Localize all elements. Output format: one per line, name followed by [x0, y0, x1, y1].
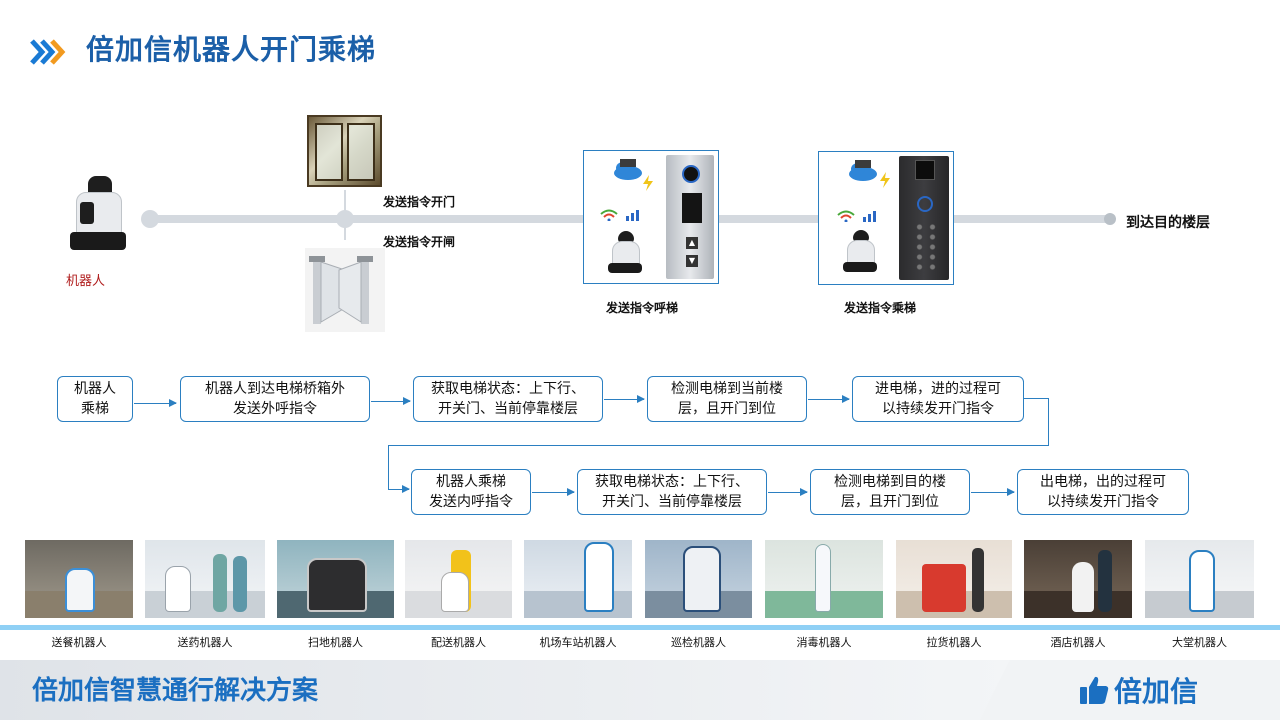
gallery-caption: 送药机器人	[177, 636, 233, 649]
cloud-icon	[849, 160, 877, 181]
gallery-caption: 巡检机器人	[671, 636, 726, 649]
gallery-photo-cargo	[896, 540, 1012, 618]
floor-display	[915, 160, 935, 180]
flow-step-start: 机器人 乘梯	[57, 376, 133, 422]
flow-step-detect-target-floor: 检测电梯到目的楼 层，且开门到位	[810, 469, 970, 515]
flow-connector	[388, 445, 1049, 446]
flow-connector	[1024, 398, 1049, 399]
chevron-right-icon	[30, 39, 46, 65]
gallery-caption: 大堂机器人	[1172, 636, 1227, 649]
flow-step-detect-current-floor: 检测电梯到当前楼 层，且开门到位	[647, 376, 807, 422]
flow-connector	[388, 445, 389, 489]
footer-band	[0, 660, 1010, 720]
wifi-icon	[600, 209, 618, 221]
timeline-start-dot	[141, 210, 159, 228]
floor-buttons	[913, 222, 939, 274]
gallery-photo-patrol	[645, 540, 752, 618]
flow-connector	[1048, 398, 1049, 446]
flow-arrow	[971, 488, 1015, 496]
thumbs-up-icon	[1080, 676, 1109, 704]
flow-step-exit-elevator: 出电梯，出的过程可 以持续发开门指令	[1017, 469, 1189, 515]
flow-arrow	[388, 485, 410, 493]
call-button-icon	[682, 165, 700, 183]
signal-icon	[863, 211, 876, 222]
gallery-photo-medicine-delivery	[145, 540, 265, 618]
flow-step-get-status-1: 获取电梯状态：上下行、 开关门、当前停靠楼层	[413, 376, 603, 422]
cloud-icon	[614, 159, 642, 180]
robot-label: 机器人	[66, 274, 106, 289]
gallery-caption: 酒店机器人	[1050, 636, 1106, 649]
gallery-caption: 拉货机器人	[926, 636, 982, 649]
footer-brand: 倍加信	[1114, 675, 1199, 708]
timeline-branch-line	[344, 190, 346, 240]
flow-step-enter-elevator: 进电梯，进的过程可 以持续发开门指令	[852, 376, 1024, 422]
floor-display	[682, 193, 702, 223]
gallery-photo-hotel	[1024, 540, 1132, 618]
footer-slogan: 倍加信智慧通行解决方案	[32, 676, 319, 706]
gallery-photo-disinfection	[765, 540, 883, 618]
chevron-right-icon	[40, 39, 56, 65]
lightning-icon	[643, 175, 653, 191]
gallery-caption: 配送机器人	[431, 636, 486, 649]
footer: 倍加信智慧通行解决方案 倍加信	[0, 660, 1280, 720]
chevron-right-icon	[50, 39, 66, 65]
flow-arrow	[768, 488, 808, 496]
door-photo	[307, 115, 382, 187]
turnstile-gate-photo	[305, 248, 385, 332]
step-open-gate-label: 发送指令开闸	[383, 235, 456, 249]
step-call-elevator-label: 发送指令呼梯	[606, 301, 679, 315]
flow-arrow	[371, 397, 411, 405]
flow-step-inner-call: 机器人乘梯 发送内呼指令	[411, 469, 531, 515]
gallery-photo-food-delivery	[25, 540, 133, 618]
flow-step-outer-call: 机器人到达电梯桥箱外 发送外呼指令	[180, 376, 370, 422]
wifi-icon	[837, 210, 855, 222]
signal-icon	[626, 210, 639, 221]
flow-arrow	[808, 395, 850, 403]
gallery-caption: 机场车站机器人	[539, 636, 617, 649]
call-button-icon	[917, 196, 933, 212]
arrow-down-icon: ▼	[686, 255, 698, 267]
robot-image	[606, 231, 644, 275]
arrow-up-icon: ▲	[686, 237, 698, 249]
gallery-photo-airport-station	[524, 540, 632, 618]
gallery-caption: 送餐机器人	[51, 636, 107, 649]
destination-label: 到达目的楼层	[1126, 215, 1210, 231]
gallery-photo-cleaning	[277, 540, 394, 618]
gallery-caption: 扫地机器人	[308, 636, 363, 649]
flow-step-get-status-2: 获取电梯状态：上下行、 开关门、当前停靠楼层	[577, 469, 767, 515]
flow-arrow	[604, 395, 645, 403]
gallery-photo-lobby	[1145, 540, 1254, 618]
timeline-end-dot	[1104, 213, 1116, 225]
step-ride-elevator-label: 发送指令乘梯	[844, 301, 917, 315]
flow-arrow	[134, 399, 177, 407]
gallery-photo-delivery	[405, 540, 512, 618]
flow-arrow	[532, 488, 575, 496]
call-elevator-panel: ▲ ▼	[583, 150, 719, 284]
robot-image	[66, 176, 130, 252]
step-open-door-label: 发送指令开门	[383, 195, 456, 209]
lightning-icon	[880, 172, 890, 188]
gallery-divider	[0, 625, 1280, 630]
page-title: 倍加信机器人开门乘梯	[86, 33, 377, 66]
ride-elevator-panel	[818, 151, 954, 285]
robot-image	[841, 230, 879, 274]
gallery-caption: 消毒机器人	[796, 636, 852, 649]
